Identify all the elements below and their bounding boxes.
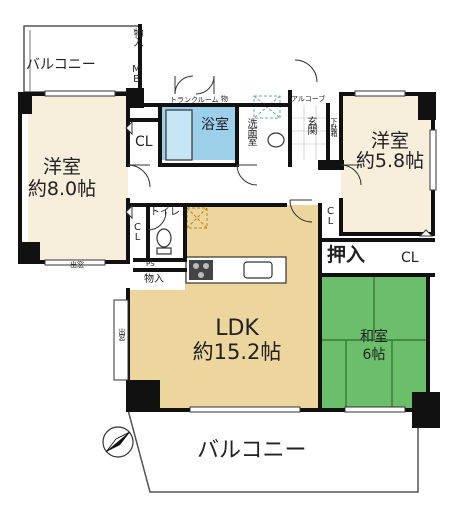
ps-label: PS <box>146 260 155 268</box>
windows <box>44 90 437 413</box>
tatami-lines <box>320 275 428 410</box>
closet-label-1: CL <box>135 134 153 150</box>
closet-label-4: CL <box>401 250 419 266</box>
bath-label: 浴室 <box>201 117 229 133</box>
western-right-floor <box>341 94 433 234</box>
western-right-size: 約5.8帖 <box>355 150 425 172</box>
north-arrow-icon <box>102 426 134 458</box>
corridor-floor <box>128 165 341 200</box>
storage-top-label: 物入 <box>131 28 142 46</box>
entrance-label: 玄関 <box>305 116 316 134</box>
bay-window-left-label: 出窓 <box>70 261 84 269</box>
alcove-label: アルコーブ <box>291 95 326 103</box>
entrance-tiles <box>292 105 328 160</box>
doors <box>127 59 362 231</box>
western-right-name: 洋室 <box>370 130 410 152</box>
washroom-label: 洗面室 <box>245 118 256 145</box>
balcony-top-label: バルコニー <box>26 57 96 73</box>
toilet-label: トイレ <box>150 207 180 218</box>
entrance-floor <box>292 105 328 160</box>
closet-label-2: CL <box>132 222 143 242</box>
ldk-size: 約15.2帖 <box>192 340 282 364</box>
western-left-floor <box>28 94 128 262</box>
washitsu-size: 6帖 <box>362 347 386 363</box>
balcony-bottom-label: バルコニー <box>197 438 307 463</box>
closet-markers <box>125 120 434 237</box>
storage-ldk-label: 物入 <box>144 274 164 285</box>
mb-label: MB <box>131 64 142 84</box>
oshiire-label: 押入 <box>327 244 366 266</box>
bathtub <box>165 109 193 161</box>
toilet-bowl-icon <box>156 228 172 248</box>
bay-window-ldk-label: 出窓 <box>118 328 126 340</box>
closet-label-3: CL <box>325 206 336 226</box>
sink-icon <box>243 261 273 279</box>
shoe-box-label: 下駄箱 <box>330 118 338 136</box>
ldk-name: LDK <box>215 316 259 341</box>
western-left-name: 洋室 <box>42 156 82 178</box>
western-left-size: 約8.0帖 <box>27 178 97 200</box>
washitsu-name: 和室 <box>360 329 388 345</box>
storage-small-label: 物 <box>221 95 228 103</box>
toilet-tank-icon <box>156 247 172 255</box>
columns <box>18 88 440 428</box>
wash-basin-icon <box>267 132 285 148</box>
trunk-room-label: トランクルーム <box>170 96 219 104</box>
